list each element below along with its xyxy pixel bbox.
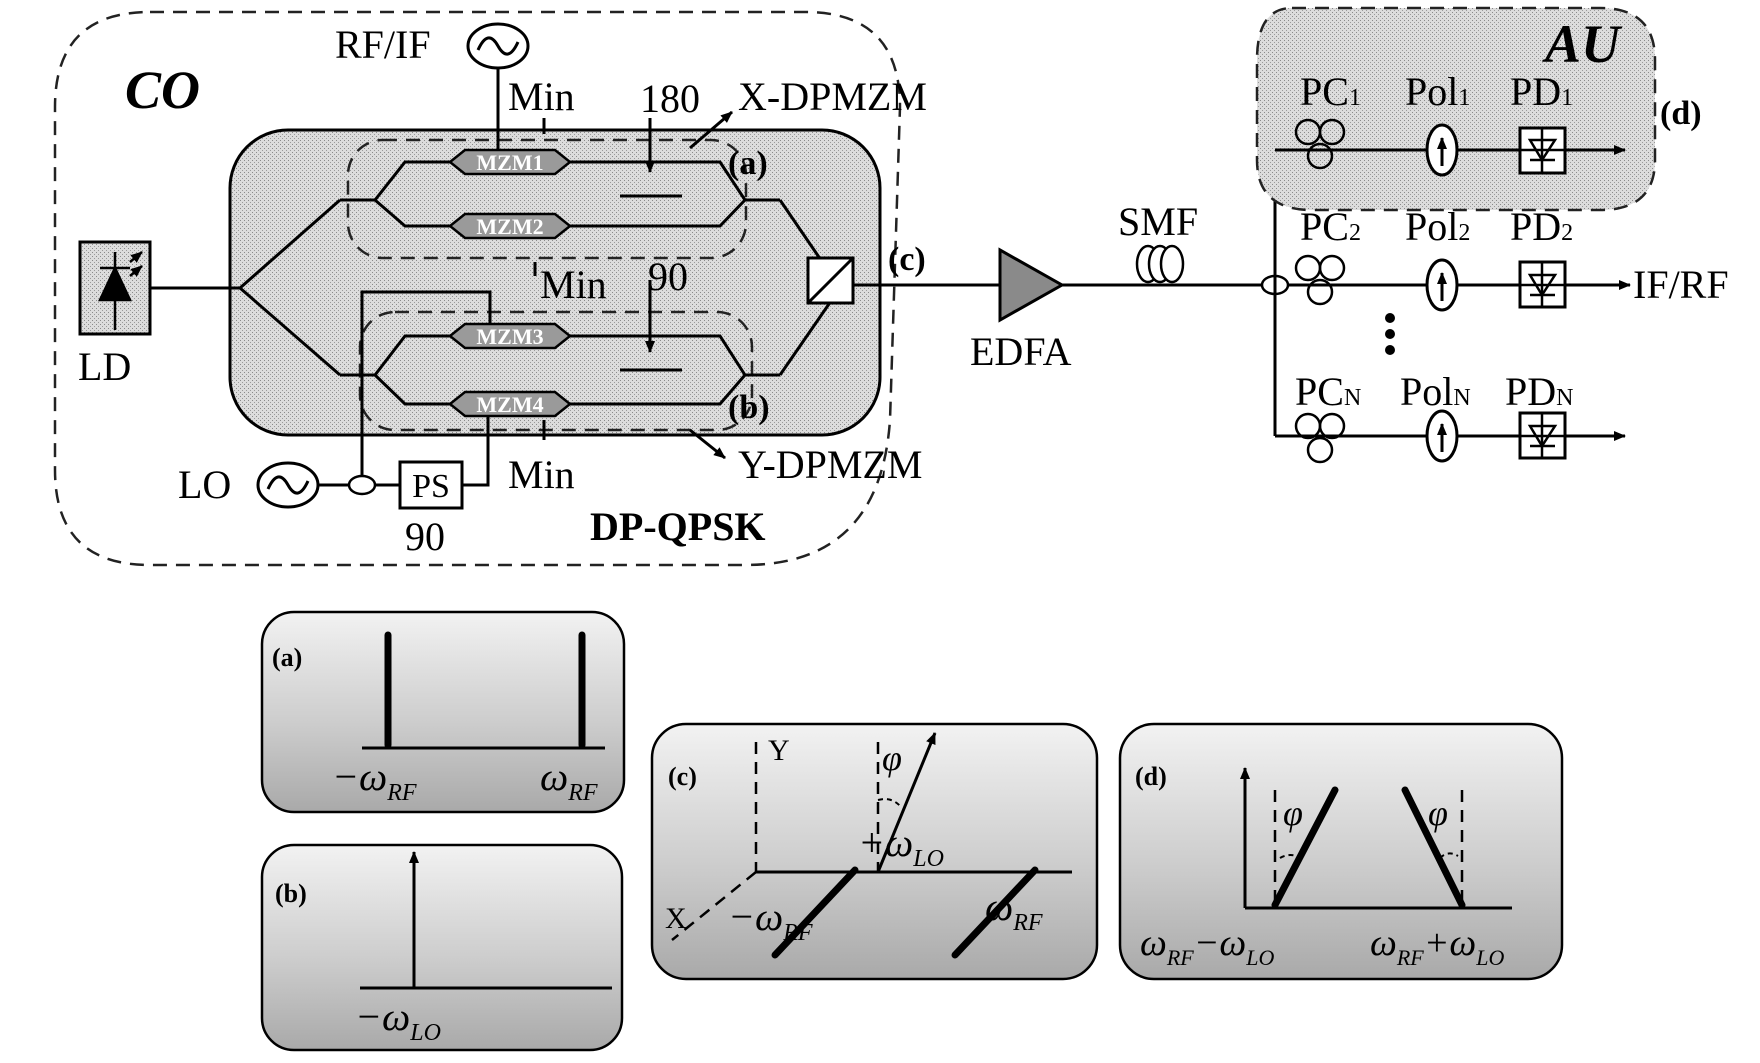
pol2-icon [1427, 260, 1457, 310]
inset-d: (d) φ φ ωRF−ωLO ωRF+ωLO [1120, 724, 1562, 979]
modulator-label: DP-QPSK [590, 504, 766, 549]
x-dpmzm-label: X-DPMZM [738, 74, 927, 119]
rf-source-icon [468, 24, 528, 68]
smf-label: SMF [1118, 199, 1198, 244]
inset-b-tag: (b) [275, 879, 307, 908]
tap-d-label: (d) [1660, 95, 1702, 132]
phase-90-label: 90 [648, 254, 688, 299]
co-label: CO [125, 60, 200, 120]
polN-icon [1427, 411, 1457, 461]
pol1-icon [1427, 125, 1457, 175]
inset-d-phi-right: φ [1428, 793, 1448, 833]
inset-b: (b) −ωLO [262, 845, 622, 1050]
lo-source-icon [258, 463, 318, 507]
ps-phase-label: 90 [405, 514, 445, 559]
ps-label: PS [412, 468, 450, 505]
pd1-icon [1520, 128, 1565, 173]
mzm3-label: MZM3 [476, 324, 543, 349]
lo-coupler [349, 476, 375, 494]
inset-c-phi: φ [882, 738, 902, 778]
mzm2: MZM2 [450, 214, 570, 239]
inset-c-tag: (c) [668, 762, 697, 791]
inset-a-tag: (a) [272, 643, 302, 672]
inset-c-axis-x: X [665, 902, 687, 935]
mzm1: MZM1 [450, 150, 570, 175]
tap-b-label: (b) [728, 389, 770, 426]
lo-label: LO [178, 462, 231, 507]
inset-c-axis-y: Y [768, 734, 790, 767]
phase-180-label: 180 [640, 76, 700, 121]
mzm2-label: MZM2 [476, 214, 543, 239]
mzm4: MZM4 [450, 392, 570, 417]
pbc-icon [808, 258, 853, 303]
inset-c: (c) Y X φ +ωLO −ωRF ωRF [652, 724, 1097, 979]
y-dpmzm-label: Y-DPMZM [738, 442, 922, 487]
inset-d-phi-left: φ [1283, 793, 1303, 833]
edfa-label: EDFA [970, 329, 1072, 374]
pc2-icon [1296, 256, 1344, 304]
pcN-icon [1296, 414, 1344, 462]
pcN-label: PCN [1295, 369, 1361, 414]
if-rf-output-label: IF/RF [1633, 262, 1729, 307]
au-label: AU [1542, 14, 1623, 74]
mzm3: MZM3 [450, 324, 570, 349]
inset-d-tag: (d) [1135, 762, 1167, 791]
tap-a-label: (a) [728, 145, 768, 182]
edfa-icon [1000, 250, 1062, 320]
smf-spool-icon [1137, 246, 1183, 282]
polN-label: PolN [1400, 369, 1471, 414]
ld-label: LD [78, 344, 131, 389]
more-branches-ellipsis [1385, 313, 1395, 355]
min-label-mid: Min [540, 262, 607, 307]
pdN-icon [1520, 413, 1565, 458]
pd2-icon [1520, 262, 1565, 307]
mzm4-label: MZM4 [476, 392, 543, 417]
inset-a: (a) −ωRF ωRF [262, 612, 624, 812]
rf-if-label: RF/IF [335, 22, 431, 67]
pd2-label: PD2 [1510, 204, 1573, 249]
mzm1-label: MZM1 [476, 150, 543, 175]
min-label-x: Min [508, 74, 575, 119]
min-label-y: Min [508, 452, 575, 497]
pdN-label: PDN [1505, 369, 1573, 414]
tap-c-label: (c) [888, 241, 926, 278]
